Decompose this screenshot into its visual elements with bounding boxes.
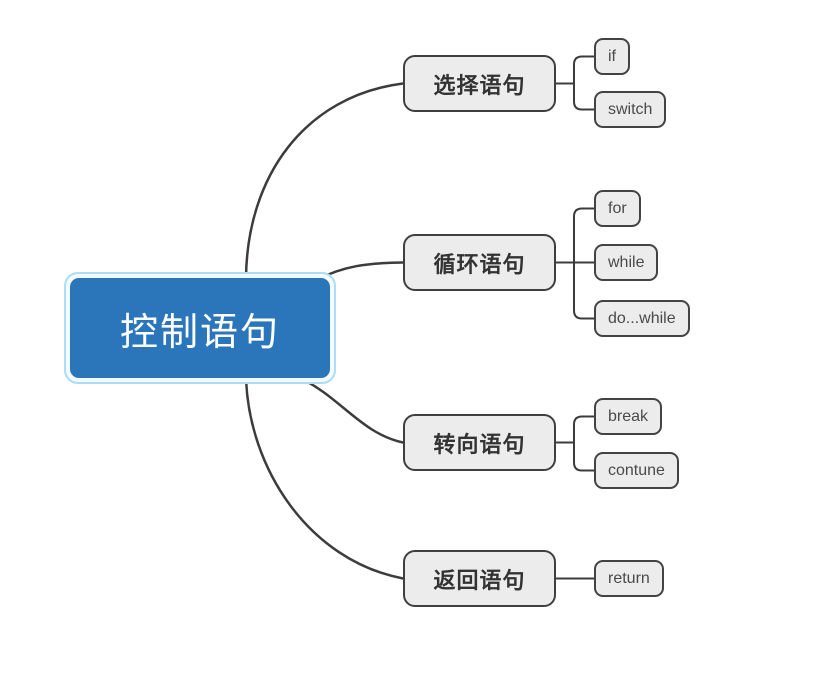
branch-node-label: 返回语句 [433, 567, 526, 593]
curve-root-to-branch-4 [244, 376, 405, 580]
leaf-node-break[interactable]: break [594, 398, 663, 435]
curve-root-to-branch-1 [244, 82, 405, 280]
branch-node-selection-statements[interactable]: 选择语句 [403, 55, 556, 112]
root-node[interactable]: 控制语句 [70, 278, 330, 378]
root-node-label: 控制语句 [119, 311, 280, 354]
curve-root-to-branch-3 [298, 376, 405, 444]
branch-node-label: 循环语句 [433, 251, 526, 277]
leaf-node-label: do...while [608, 309, 676, 327]
root-node-selection-ring: 控制语句 [64, 272, 336, 384]
leaf-node-if[interactable]: if [594, 38, 630, 75]
leaf-node-label: contune [608, 461, 665, 479]
leaf-node-for[interactable]: for [594, 190, 641, 227]
elbow-branch-3-children [573, 415, 595, 472]
leaf-node-label: for [608, 199, 627, 217]
branch-node-label: 选择语句 [433, 72, 526, 98]
leaf-node-contune[interactable]: contune [594, 452, 679, 489]
leaf-node-label: while [608, 253, 645, 271]
branch-node-label: 转向语句 [433, 431, 526, 457]
leaf-node-while[interactable]: while [594, 244, 659, 281]
leaf-node-label: return [608, 569, 650, 587]
branch-node-return-statements[interactable]: 返回语句 [403, 550, 556, 607]
leaf-node-label: switch [608, 100, 653, 118]
elbow-branch-2-children [573, 207, 595, 320]
leaf-node-return[interactable]: return [594, 560, 664, 597]
branch-node-loop-statements[interactable]: 循环语句 [403, 234, 556, 291]
leaf-node-switch[interactable]: switch [594, 91, 667, 128]
leaf-node-label: break [608, 407, 649, 425]
elbow-branch-1-children [573, 55, 595, 111]
leaf-node-label: if [608, 47, 616, 65]
branch-node-jump-statements[interactable]: 转向语句 [403, 414, 556, 471]
leaf-node-do-while[interactable]: do...while [594, 300, 690, 337]
